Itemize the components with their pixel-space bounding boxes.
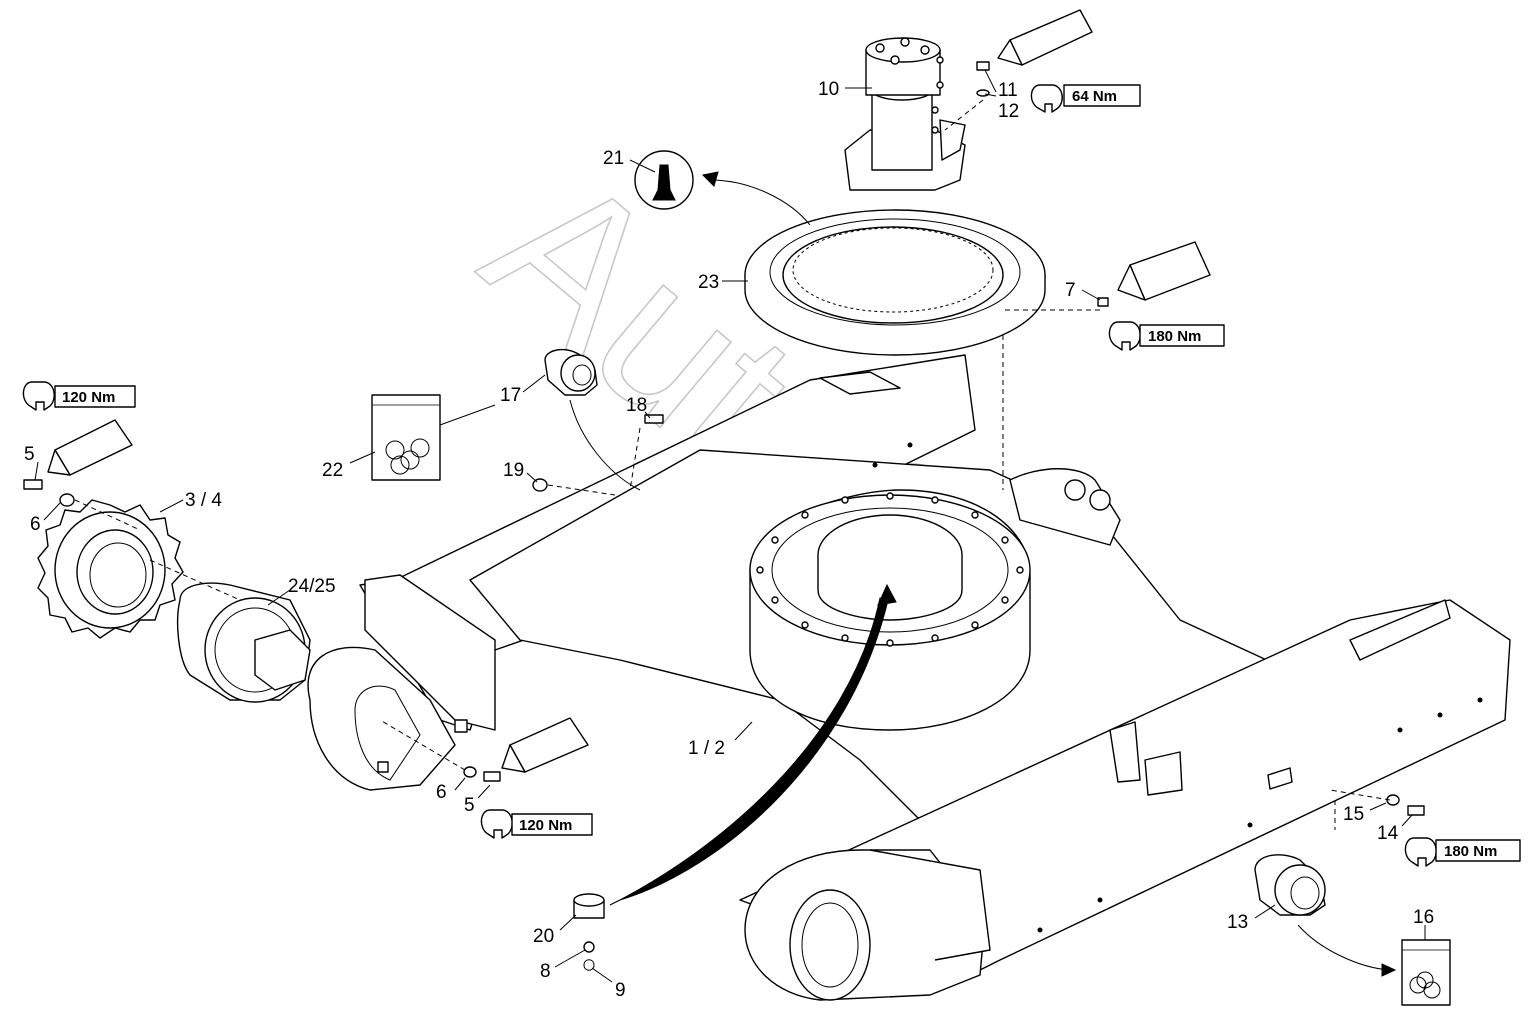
callout-23: 23 <box>698 272 719 293</box>
sprocket <box>37 499 184 639</box>
callout-24-25: 24/25 <box>288 576 336 597</box>
seal-kit-bag-22 <box>371 394 441 481</box>
threadlock-tube-left <box>47 419 133 476</box>
grease-cap <box>573 893 605 971</box>
turntable-bolt-circle <box>756 492 1024 647</box>
callout-8: 8 <box>540 961 551 982</box>
bottom-roller <box>1254 854 1326 916</box>
torque-box-120a <box>54 385 136 408</box>
callout-20: 20 <box>533 926 554 947</box>
callout-18: 18 <box>626 395 647 416</box>
assembly-guides <box>74 99 1391 830</box>
leader-lines <box>34 69 1426 983</box>
callout-19: 19 <box>503 460 524 481</box>
torque-label-120a: 120 Nm <box>62 389 115 406</box>
callout-7: 7 <box>1065 280 1076 301</box>
callout-13: 13 <box>1227 912 1248 933</box>
torque-label-64: 64 Nm <box>1072 88 1117 105</box>
callout-12: 12 <box>998 101 1019 122</box>
small-fasteners <box>23 61 1425 816</box>
threadlock-tube-bottom <box>501 717 589 773</box>
wrench-icon-180a <box>1108 321 1141 351</box>
callout-5-bottom: 5 <box>464 795 475 816</box>
slewing-ring <box>744 209 1046 356</box>
callout-10: 10 <box>818 79 839 100</box>
swivel-joint <box>844 37 966 191</box>
torque-label-180a: 180 Nm <box>1148 328 1201 345</box>
top-roller <box>544 348 598 396</box>
threadlock-tube-top <box>997 9 1093 66</box>
torque-box-120b <box>511 813 593 836</box>
flow-arrows <box>439 171 1397 977</box>
callout-16: 16 <box>1413 907 1434 928</box>
torque-label-120b: 120 Nm <box>519 817 572 834</box>
wrench-icon-64 <box>1030 84 1063 113</box>
callout-6-bottom: 6 <box>436 782 447 803</box>
callout-3-4: 3 / 4 <box>185 490 222 511</box>
torque-box-64 <box>1063 84 1141 107</box>
wrench-icon-120a <box>22 381 55 411</box>
callout-1-2: 1 / 2 <box>688 738 725 759</box>
callout-6-top: 6 <box>30 514 41 535</box>
callout-17: 17 <box>500 385 521 406</box>
grease-symbol-21 <box>634 150 694 210</box>
callout-9: 9 <box>615 980 626 1001</box>
callout-22: 22 <box>322 460 343 481</box>
undercarriage-frame <box>307 354 1511 1001</box>
callout-14: 14 <box>1377 823 1399 844</box>
wrench-icon-120b <box>480 809 513 839</box>
callout-5-top: 5 <box>24 444 35 465</box>
torque-box-180b <box>1435 839 1521 862</box>
callout-15: 15 <box>1343 804 1364 825</box>
seal-kit-bag-16 <box>1401 939 1451 1006</box>
threadlock-tube-right <box>1117 241 1211 301</box>
callout-11: 11 <box>998 80 1018 101</box>
callout-21: 21 <box>603 148 624 169</box>
torque-box-180a <box>1139 324 1225 347</box>
torque-label-180b: 180 Nm <box>1444 843 1497 860</box>
wrench-icon-180b <box>1404 837 1437 867</box>
travel-motor <box>177 582 311 703</box>
